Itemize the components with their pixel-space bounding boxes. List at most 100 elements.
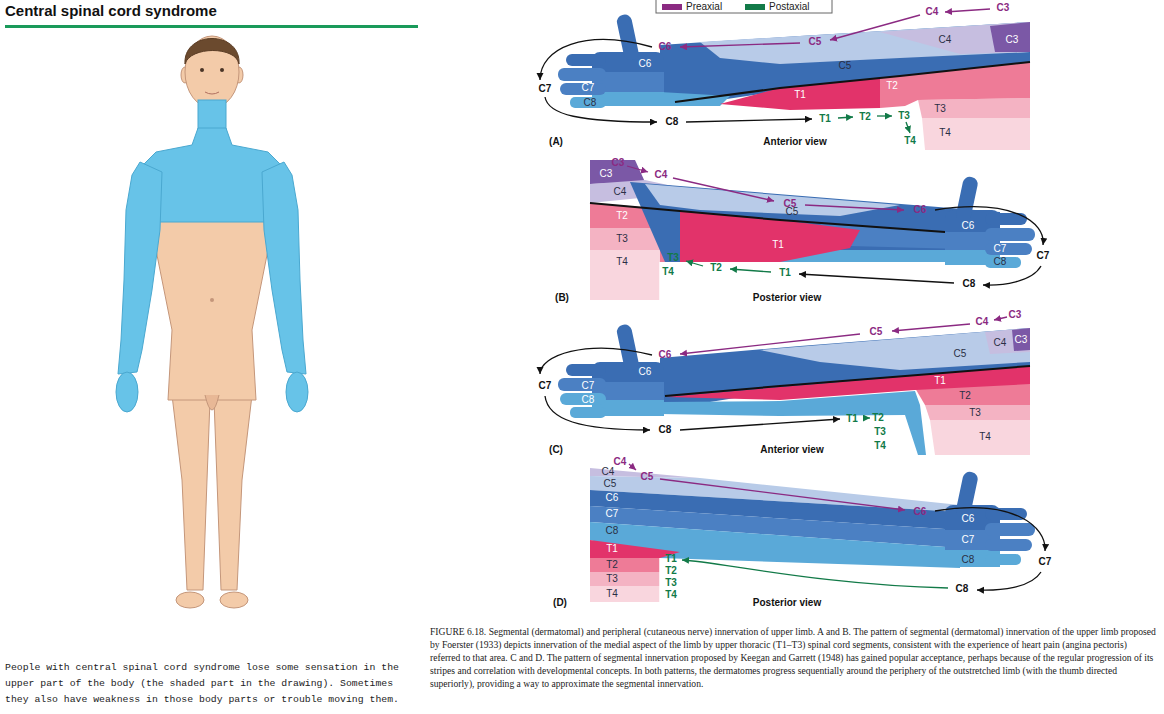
view-label: (D) <box>553 598 567 608</box>
dermatome-label: C6 <box>639 367 652 377</box>
dermatome-label: T3 <box>606 574 618 584</box>
sequence-label: T3 <box>667 253 679 263</box>
legend-item: Postaxial <box>745 0 810 13</box>
sequence-label: C6 <box>659 42 672 52</box>
legend-swatch <box>662 4 682 10</box>
dermatome-label: T1 <box>772 240 784 250</box>
title-rule <box>5 25 418 28</box>
sequence-label: T1 <box>779 268 791 278</box>
dermatome-label: C6 <box>962 514 975 524</box>
view-label: Anterior view <box>763 137 826 147</box>
dermatome-label: T4 <box>939 128 951 138</box>
dermatome-label: C4 <box>614 187 627 197</box>
dermatome-label: T2 <box>616 211 628 221</box>
dermatome-label: T2 <box>606 560 618 570</box>
body-figure <box>116 36 308 608</box>
dermatome-label: C5 <box>839 61 852 71</box>
sequence-label: C4 <box>976 317 989 327</box>
view-label: Posterior view <box>753 598 821 608</box>
dermatome-label: T4 <box>606 589 618 599</box>
sequence-label: C5 <box>870 327 883 337</box>
sequence-label: C7 <box>539 84 552 94</box>
sequence-label: C5 <box>641 472 654 482</box>
sequence-label: C3 <box>1009 310 1022 320</box>
dermatome-label: C4 <box>939 35 952 45</box>
view-label: (A) <box>549 137 563 147</box>
legend-text: Preaxial <box>686 1 722 12</box>
dermatome-label: C3 <box>600 169 613 179</box>
sequence-label: T1 <box>665 554 677 564</box>
dermatome-label: T3 <box>934 104 946 114</box>
dermatome-label: T1 <box>794 90 806 100</box>
sequence-label: T2 <box>859 112 871 122</box>
dermatome-label: C7 <box>606 509 619 519</box>
dermatome-label: T3 <box>616 234 628 244</box>
dermatome-label: C7 <box>962 535 975 545</box>
dermatome-label: C4 <box>994 338 1007 348</box>
limb-posterior-b <box>590 160 1043 300</box>
dermatome-label: C3 <box>1015 335 1028 345</box>
sequence-label: C8 <box>956 584 969 594</box>
dermatome-label: C8 <box>584 98 597 108</box>
dermatome-label: C6 <box>639 59 652 69</box>
sequence-label: T2 <box>665 566 677 576</box>
dermatome-label: C8 <box>582 395 595 405</box>
dermatome-label: C7 <box>582 381 595 391</box>
legend-swatch <box>745 4 765 10</box>
sequence-label: T1 <box>819 114 831 124</box>
view-label: (C) <box>549 445 563 455</box>
sequence-label: C3 <box>612 158 625 168</box>
dermatome-label: T3 <box>969 408 981 418</box>
sequence-label: C6 <box>914 507 927 517</box>
dermatome-label: T2 <box>886 81 898 91</box>
sequence-label: T2 <box>872 413 884 423</box>
sequence-label: C3 <box>997 3 1010 13</box>
sequence-label: T4 <box>874 441 886 451</box>
limb-anterior-a <box>540 9 1030 150</box>
sequence-label: T2 <box>710 263 722 273</box>
view-label: Anterior view <box>760 445 823 455</box>
sequence-label: T4 <box>904 136 916 146</box>
sequence-label: T1 <box>846 414 858 424</box>
legend-text: Postaxial <box>769 1 810 12</box>
sequence-label: C8 <box>659 425 672 435</box>
limb-anterior-c <box>540 317 1030 455</box>
figure-caption: FIGURE 6.18. Segmental (dermatomal) and … <box>430 625 1158 690</box>
view-label: (B) <box>555 293 569 303</box>
sequence-label: T3 <box>874 427 886 437</box>
dermatome-label: C8 <box>994 257 1007 267</box>
dermatome-label: T1 <box>934 376 946 386</box>
sequence-label: C5 <box>809 37 822 47</box>
sequence-label: T4 <box>662 267 674 277</box>
sequence-label: C6 <box>914 205 927 215</box>
dermatome-label: C5 <box>786 207 799 217</box>
sequence-label: C4 <box>655 170 668 180</box>
dermatome-label: C6 <box>962 221 975 231</box>
description-text: People with central spinal cord syndrome… <box>5 660 417 708</box>
sequence-label: C6 <box>659 350 672 360</box>
dermatome-label: T4 <box>616 257 628 267</box>
dermatome-label: C7 <box>994 244 1007 254</box>
legend-item: Preaxial <box>662 0 722 13</box>
sequence-label: C8 <box>963 279 976 289</box>
sequence-label: C7 <box>539 381 552 391</box>
sequence-label: C4 <box>614 457 627 467</box>
sequence-label: T4 <box>665 590 677 600</box>
page-title: Central spinal cord syndrome <box>5 2 217 19</box>
dermatome-label: C6 <box>606 493 619 503</box>
dermatome-label: C5 <box>954 349 967 359</box>
dermatome-label: C5 <box>604 479 617 489</box>
dermatome-label: T4 <box>979 432 991 442</box>
sequence-label: C4 <box>926 7 939 17</box>
dermatome-label: C3 <box>1006 35 1019 45</box>
sequence-label: C7 <box>1039 557 1052 567</box>
dermatome-label: T1 <box>606 544 618 554</box>
dermatome-label: T2 <box>959 391 971 401</box>
dermatome-label: C7 <box>582 83 595 93</box>
view-label: Posterior view <box>753 293 821 303</box>
dermatome-label: C8 <box>962 555 975 565</box>
sequence-label: C7 <box>1037 251 1050 261</box>
legend-frame <box>656 0 832 13</box>
